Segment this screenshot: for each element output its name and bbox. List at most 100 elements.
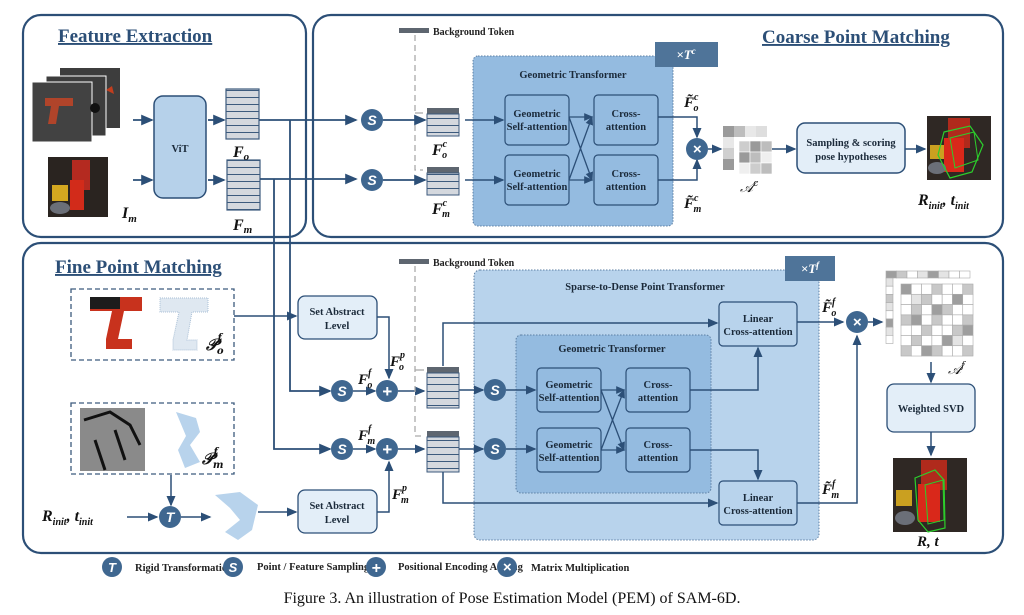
matrix-cell (900, 283, 912, 295)
svg-text:Self-attention: Self-attention (539, 453, 600, 464)
matrix-cell (952, 335, 964, 347)
plus-icon (366, 557, 386, 577)
svg-text:Geometric: Geometric (513, 109, 561, 120)
matrix-cell (921, 314, 933, 326)
scene-image (48, 157, 108, 217)
fine-cross-attn-bottom: Cross- attention (625, 427, 691, 473)
matrix-cell (959, 270, 971, 279)
matrix-cell (952, 314, 964, 326)
set-abstract-level-bottom: Set Abstract Level (297, 489, 378, 534)
legend-item-pos-enc: + Positional Encoding Adding (366, 557, 524, 577)
sampling-op-fine-m (331, 438, 353, 460)
coarse-pose-result-image (927, 116, 991, 180)
feature-stack-o (225, 88, 260, 140)
matrix-cell (885, 294, 894, 303)
matrix-cell (962, 335, 974, 347)
fine-score-matrix (885, 270, 974, 357)
label-F-m: Fm (232, 217, 253, 236)
feature-extraction-title: Feature Extraction (58, 26, 213, 47)
coarse-score-matrix (723, 126, 773, 175)
matrix-cell (921, 324, 933, 336)
svg-text:S: S (367, 112, 377, 128)
matrix-cell (948, 270, 960, 279)
set-abstract-level-top: Set Abstract Level (297, 295, 378, 340)
pos-enc-add-op-o (376, 380, 398, 402)
sparse-transformer-title: Sparse-to-Dense Point Transformer (565, 282, 725, 293)
legend-item-rigid: T Rigid Transformation (102, 557, 233, 577)
template-images (31, 68, 120, 143)
svg-text:Linear: Linear (743, 314, 774, 325)
svg-text:Weighted SVD: Weighted SVD (898, 404, 965, 415)
svg-text:+: + (371, 560, 380, 577)
svg-text:pose hypotheses: pose hypotheses (815, 152, 886, 163)
matrix-cell (921, 304, 933, 316)
svg-text:Rigid Transformation: Rigid Transformation (135, 563, 233, 574)
background-token-swatch-fine (399, 259, 429, 264)
matrix-cell (910, 345, 922, 357)
matrix-cell (900, 345, 912, 357)
repeat-label-coarse: ×Tc (676, 46, 695, 62)
coarse-geo-self-attn-top: Geometric Self-attention (504, 94, 570, 146)
svg-text:Cross-attention: Cross-attention (723, 506, 792, 517)
matrix-cell (900, 293, 912, 305)
sampling-scoring-block: Sampling & scoring pose hypotheses (796, 122, 906, 174)
matrix-cell (910, 314, 922, 326)
transformed-point-cloud (215, 492, 258, 540)
matrix-cell (921, 345, 933, 357)
svg-text:attention: attention (638, 453, 678, 464)
fine-matching-frame (21, 241, 1005, 555)
weighted-svd-block: Weighted SVD (886, 383, 976, 433)
linear-cross-attn-bottom: Linear Cross-attention (718, 480, 798, 526)
matrix-cell (931, 304, 943, 316)
svg-text:T: T (108, 560, 117, 575)
sampling-op-fine-o (331, 380, 353, 402)
matrix-cell (910, 335, 922, 347)
sampling-icon (223, 557, 243, 577)
matrix-cell (906, 270, 918, 279)
repeat-tag-coarse (655, 42, 718, 67)
legend-item-sampling: S Point / Feature Sampling (223, 557, 370, 577)
svg-text:Cross-: Cross- (612, 169, 641, 180)
fine-scene-input (70, 402, 235, 475)
matrix-cell (931, 335, 943, 347)
svg-text:Linear: Linear (743, 493, 774, 504)
svg-text:×: × (853, 314, 862, 331)
matrix-cell (900, 324, 912, 336)
matrix-cell (917, 270, 929, 279)
matrix-cell (885, 335, 894, 344)
svg-text:Cross-: Cross- (644, 440, 673, 451)
background-token-label-fine: Background Token (433, 258, 515, 269)
matrix-cell (910, 293, 922, 305)
svg-text:Cross-: Cross- (612, 109, 641, 120)
svg-text:Point / Feature Sampling: Point / Feature Sampling (257, 562, 370, 573)
matrix-cell (931, 314, 943, 326)
svg-text:Geometric: Geometric (545, 380, 593, 391)
svg-text:Cross-: Cross- (644, 380, 673, 391)
matrix-cell (921, 283, 933, 295)
times-icon (497, 557, 517, 577)
svg-text:Set Abstract: Set Abstract (309, 501, 365, 512)
svg-text:attention: attention (638, 393, 678, 404)
matrix-cell (900, 314, 912, 326)
legend-item-matmul: × Matrix Multiplication (497, 557, 629, 577)
svg-text:Sampling & scoring: Sampling & scoring (806, 138, 896, 149)
background-token-label-coarse: Background Token (433, 27, 515, 38)
figure-caption: Figure 3. An illustration of Pose Estima… (284, 590, 741, 607)
matrix-cell (885, 302, 894, 312)
coarse-token-stack-m (426, 167, 460, 196)
svg-text:+: + (382, 440, 392, 459)
coarse-token-stack-o (426, 108, 460, 137)
fine-geo-self-attn-top: Geometric Self-attention (536, 367, 602, 413)
coarse-cross-attn-bottom: Cross- attention (593, 154, 659, 206)
fine-matching-title: Fine Point Matching (55, 257, 222, 278)
matrix-cell (941, 335, 953, 347)
svg-text:Level: Level (325, 321, 350, 332)
rigid-transform-icon (102, 557, 122, 577)
fine-geo-self-attn-bottom: Geometric Self-attention (536, 427, 602, 473)
sampling-op-coarse-o (361, 109, 383, 131)
svg-text:attention: attention (606, 182, 646, 193)
svg-text:Level: Level (325, 515, 350, 526)
vit-label: ViT (171, 144, 188, 155)
